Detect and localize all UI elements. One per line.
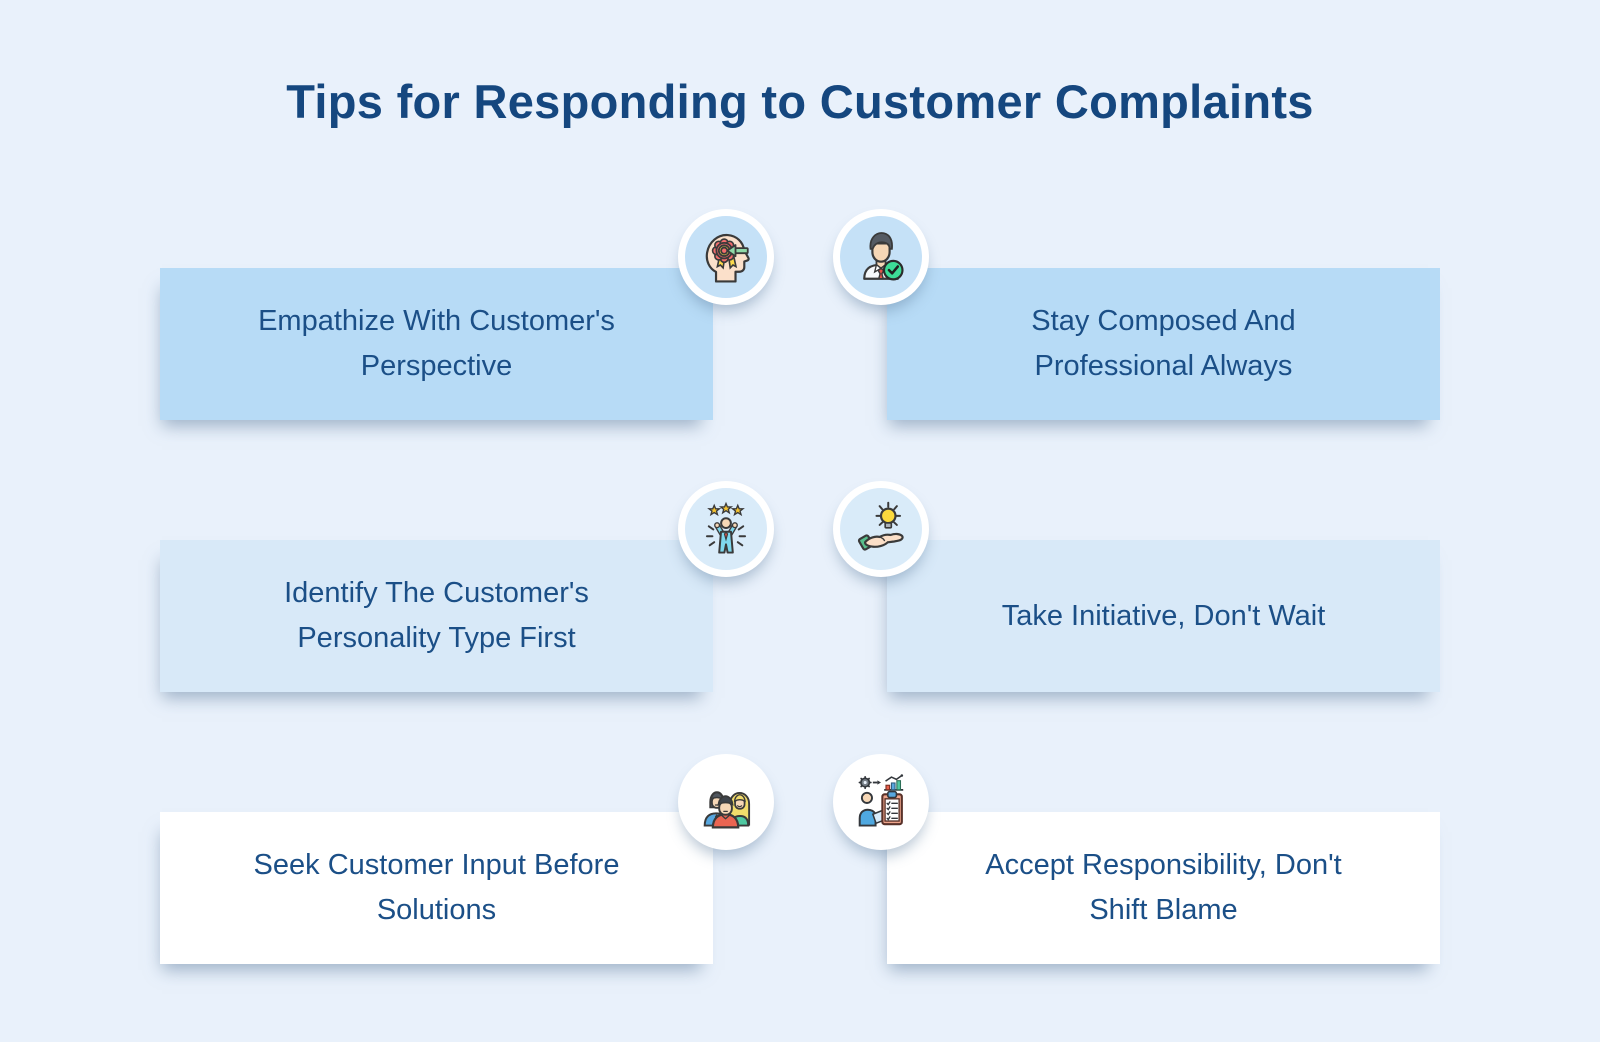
tip-card-title: Identify The Customer's Personality Type…: [284, 577, 589, 654]
tip-card-title: Stay Composed And Professional Always: [1031, 305, 1296, 382]
tip-card-title: Take Initiative, Don't Wait: [1001, 599, 1326, 632]
head-award-ribbon-icon: [705, 233, 750, 283]
person-clipboard-chart-icon: [858, 774, 904, 827]
tip-card-seek-input: Seek Customer Input Before Solutions: [160, 812, 713, 964]
icon-circle: [833, 209, 929, 305]
icon-circle: [678, 754, 774, 850]
tip-card-title: Accept Responsibility, Don't Shift Blame: [985, 849, 1342, 926]
customer-group-icon: [703, 791, 751, 829]
icon-circle: [833, 754, 929, 850]
icon-circle: [678, 481, 774, 577]
hand-lightbulb-icon: [857, 501, 904, 551]
professional-checkmark-icon: [863, 232, 904, 281]
tip-card-title: Empathize With Customer's Perspective: [258, 305, 615, 382]
tip-card-stay-composed: Stay Composed And Professional Always: [887, 268, 1440, 420]
tip-card-identify-personality: Identify The Customer's Personality Type…: [160, 540, 713, 692]
tip-card-title: Seek Customer Input Before Solutions: [253, 849, 620, 926]
tip-card-empathize: Empathize With Customer's Perspective: [160, 268, 713, 420]
page-title: Tips for Responding to Customer Complain…: [286, 75, 1314, 128]
icon-circle: [678, 209, 774, 305]
tip-card-take-initiative: Take Initiative, Don't Wait: [887, 540, 1440, 692]
person-three-stars-icon: [705, 502, 747, 554]
icon-circle: [833, 481, 929, 577]
tip-card-accept-responsibility: Accept Responsibility, Don't Shift Blame: [887, 812, 1440, 964]
